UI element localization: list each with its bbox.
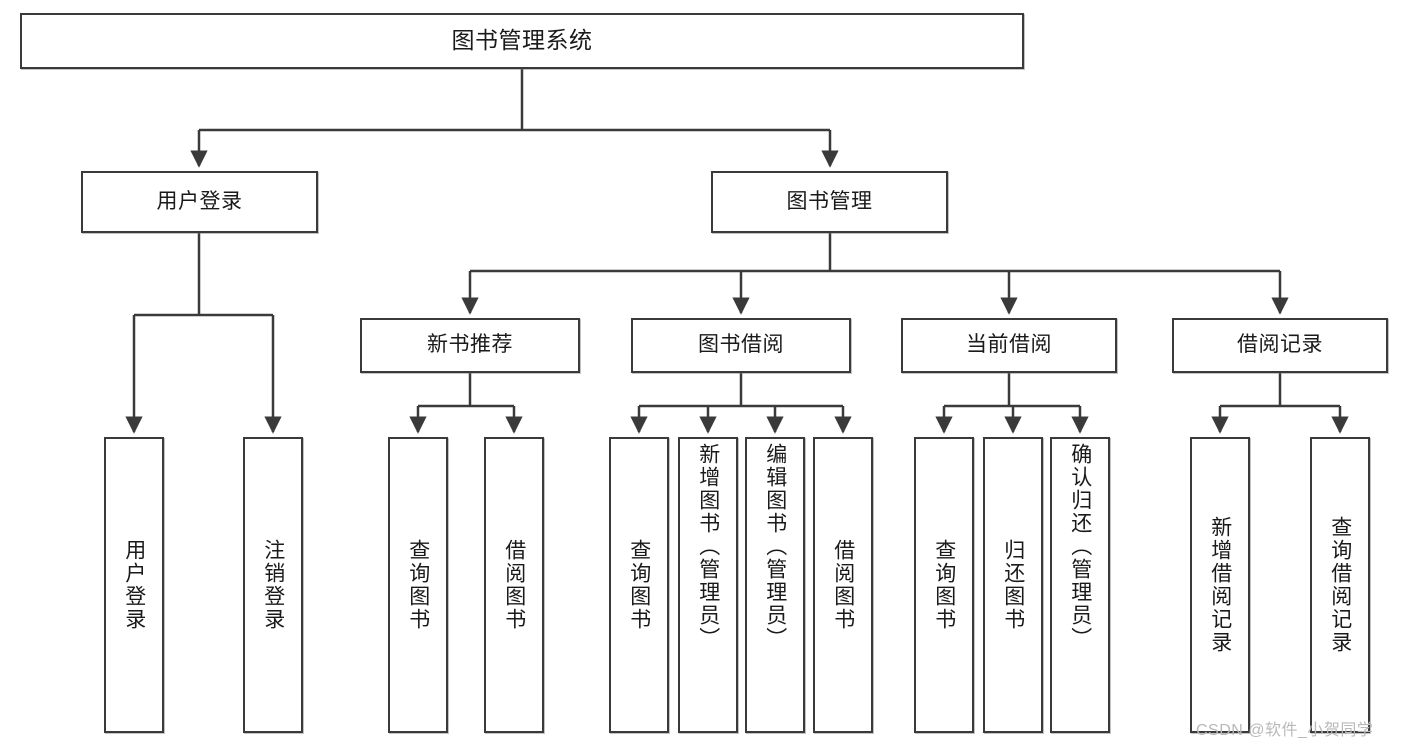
node-book-management[interactable]: 图书管理: [711, 171, 948, 233]
node-label: 注销登录: [261, 539, 285, 631]
node-label: 新增图书（管理员）: [696, 443, 720, 650]
node-label: 借阅记录: [1237, 333, 1323, 357]
node-label: 查询图书: [932, 539, 956, 631]
leaf-return-book[interactable]: 归还图书: [983, 437, 1043, 733]
csdn-watermark: CSDN @软件_小贺同学: [1196, 722, 1374, 739]
node-label: 新增借阅记录: [1208, 516, 1232, 654]
leaf-add-book-admin[interactable]: 新增图书（管理员）: [678, 437, 738, 733]
node-label: 借阅图书: [502, 539, 526, 631]
node-label: 图书管理系统: [451, 27, 593, 54]
node-book-management-system[interactable]: 图书管理系统: [20, 13, 1024, 69]
leaf-lend-book[interactable]: 借阅图书: [813, 437, 873, 733]
node-label: 归还图书: [1001, 539, 1025, 631]
node-label: 图书管理: [786, 189, 873, 213]
node-label: 当前借阅: [966, 333, 1052, 357]
node-label: 新书推荐: [427, 333, 513, 357]
leaf-borrow-book-newbook[interactable]: 借阅图书: [484, 437, 544, 733]
leaf-confirm-return-admin[interactable]: 确认归还（管理员）: [1050, 437, 1110, 733]
node-borrow-record[interactable]: 借阅记录: [1172, 318, 1388, 373]
node-label: 借阅图书: [831, 539, 855, 631]
leaf-query-book-newbook[interactable]: 查询图书: [388, 437, 448, 733]
leaf-query-book-borrow[interactable]: 查询图书: [609, 437, 669, 733]
node-label: 用户登录: [122, 539, 146, 631]
leaf-query-book-current[interactable]: 查询图书: [914, 437, 974, 733]
node-label: 查询图书: [406, 539, 430, 631]
node-label: 查询借阅记录: [1328, 516, 1352, 654]
node-book-borrow[interactable]: 图书借阅: [631, 318, 851, 373]
node-label: 图书借阅: [698, 333, 784, 357]
node-label: 确认归还（管理员）: [1068, 443, 1092, 650]
node-label: 用户登录: [156, 189, 243, 213]
leaf-add-borrow-record[interactable]: 新增借阅记录: [1190, 437, 1250, 733]
node-label: 编辑图书（管理员）: [763, 443, 787, 650]
leaf-user-login[interactable]: 用户登录: [104, 437, 164, 733]
node-current-borrow[interactable]: 当前借阅: [901, 318, 1117, 373]
leaf-user-logout[interactable]: 注销登录: [243, 437, 303, 733]
node-label: 查询图书: [627, 539, 651, 631]
leaf-edit-book-admin[interactable]: 编辑图书（管理员）: [745, 437, 805, 733]
leaf-query-borrow-record[interactable]: 查询借阅记录: [1310, 437, 1370, 733]
node-user-login[interactable]: 用户登录: [81, 171, 318, 233]
node-new-book-recommend[interactable]: 新书推荐: [360, 318, 580, 373]
